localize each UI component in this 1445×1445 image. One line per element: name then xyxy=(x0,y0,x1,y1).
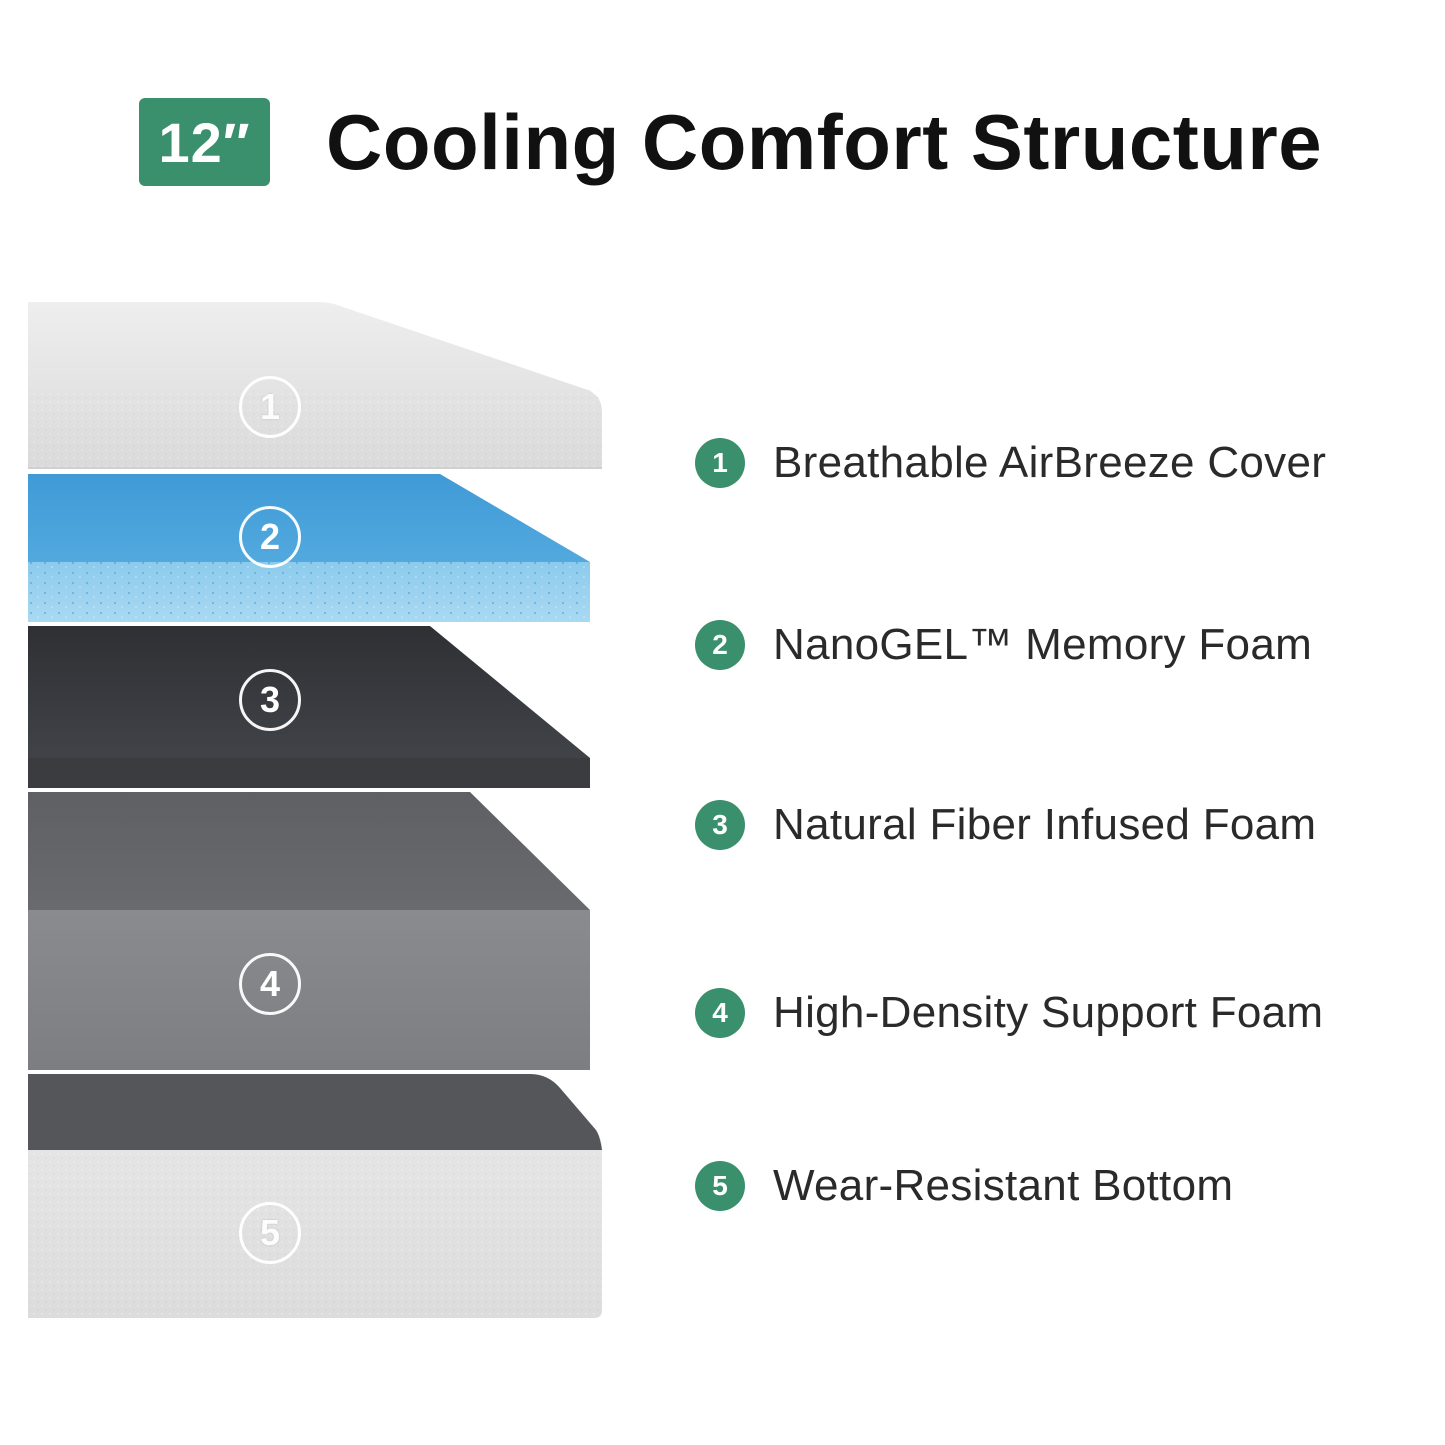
page-title: Cooling Comfort Structure xyxy=(326,97,1323,186)
legend-item-3: 3 Natural Fiber Infused Foam xyxy=(695,795,1316,855)
legend-label-4: High-Density Support Foam xyxy=(773,988,1324,1037)
layer-legend: 1 Breathable AirBreeze Cover 2 NanoGEL™ … xyxy=(695,0,1435,1445)
header: 12″ Cooling Comfort Structure xyxy=(139,96,1322,188)
layer-2-gel-foam xyxy=(28,474,590,622)
mattress-layers-diagram: 1 2 3 4 5 xyxy=(0,280,640,1350)
layer-4-support-foam xyxy=(28,792,590,1070)
legend-number-3: 3 xyxy=(695,800,745,850)
legend-label-2: NanoGEL™ Memory Foam xyxy=(773,620,1313,669)
legend-item-1: 1 Breathable AirBreeze Cover xyxy=(695,433,1326,493)
legend-number-5: 5 xyxy=(695,1161,745,1211)
layer-marker-5: 5 xyxy=(239,1202,301,1264)
legend-label-3: Natural Fiber Infused Foam xyxy=(773,800,1317,849)
layer-1-cover xyxy=(28,302,602,469)
size-badge: 12″ xyxy=(139,98,270,186)
layer-5-bottom xyxy=(28,1074,602,1318)
layer-marker-1: 1 xyxy=(239,376,301,438)
legend-item-5: 5 Wear-Resistant Bottom xyxy=(695,1156,1233,1216)
legend-item-4: 4 High-Density Support Foam xyxy=(695,983,1323,1043)
legend-number-4: 4 xyxy=(695,988,745,1038)
layer-marker-2: 2 xyxy=(239,506,301,568)
legend-number-1: 1 xyxy=(695,438,745,488)
legend-item-2: 2 NanoGEL™ Memory Foam xyxy=(695,615,1312,675)
legend-label-1: Breathable AirBreeze Cover xyxy=(773,438,1327,487)
legend-number-2: 2 xyxy=(695,620,745,670)
mattress-illustration xyxy=(28,302,602,1318)
layer-marker-3: 3 xyxy=(239,669,301,731)
legend-label-5: Wear-Resistant Bottom xyxy=(773,1161,1234,1210)
layer-3-fiber-foam xyxy=(28,626,590,788)
layer-marker-4: 4 xyxy=(239,953,301,1015)
